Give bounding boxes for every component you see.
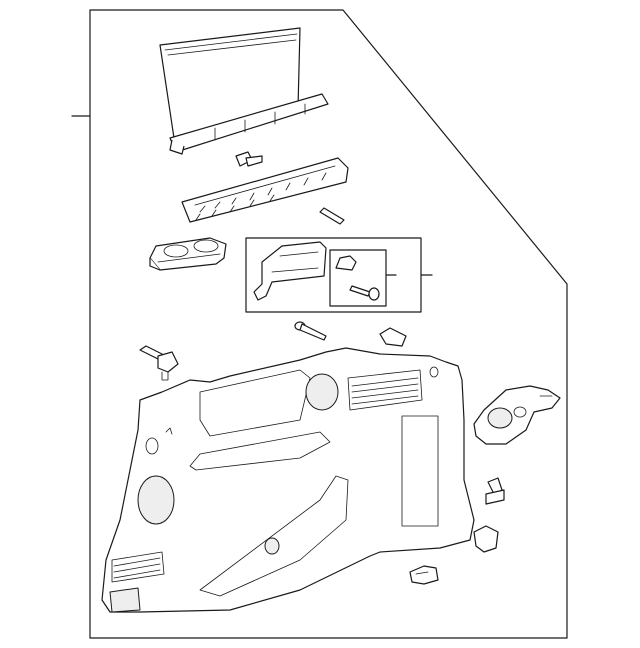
hook-bracket-group	[245, 237, 433, 313]
clip-strip	[181, 157, 349, 223]
retainer-lower	[473, 525, 499, 553]
nut-clip	[409, 565, 439, 585]
bolt-upper	[235, 151, 263, 167]
pin	[319, 207, 345, 225]
screw-center	[294, 321, 327, 341]
screw-small	[349, 285, 371, 297]
cargo-cover-assembly	[159, 27, 329, 155]
retainer-upper	[379, 327, 407, 347]
bracket-assembly	[473, 385, 561, 445]
quarter-trim-panel	[101, 347, 475, 613]
cup-holder	[149, 237, 227, 271]
bolt-left	[139, 345, 179, 381]
diagram-boundary	[89, 9, 568, 639]
bolt-lower-right	[485, 477, 505, 505]
clip-screw-frame	[329, 249, 387, 307]
clip	[335, 255, 357, 271]
